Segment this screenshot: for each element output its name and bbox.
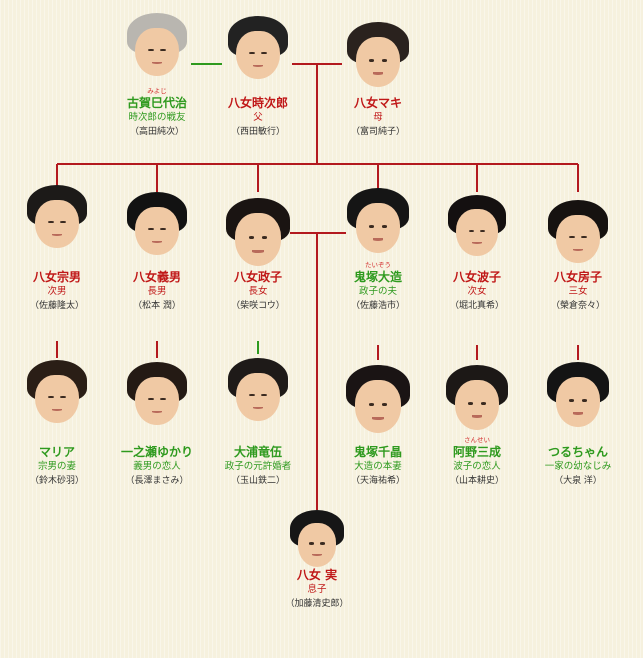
- name-reading: [198, 436, 318, 445]
- character-role: 父: [253, 112, 263, 123]
- member-yoshio: 八女義男長男 （松本 潤）: [97, 192, 217, 311]
- member-ryugo: 大浦竜伍政子の元許婚者 （玉山鉄二）: [198, 358, 318, 486]
- actor-name: （山本耕史）: [449, 476, 504, 486]
- actor-name: （加藤清史郎）: [285, 599, 349, 609]
- member-muneo: 八女宗男次男 （佐藤隆太）: [0, 185, 117, 311]
- character-name: 一之瀬ゆかり: [120, 445, 193, 459]
- member-tojiro: 八女時次郎父 （西田敏行）: [198, 16, 318, 137]
- face-photo-icon: [346, 365, 410, 435]
- character-role: 時次郎の戦友: [128, 112, 186, 123]
- actor-name: （榮倉奈々）: [550, 301, 605, 311]
- character-name: 大浦竜伍: [233, 445, 282, 459]
- character-role: 三女: [568, 286, 588, 297]
- character-name: 阿野三成: [452, 445, 501, 459]
- member-masako: 八女政子長女 （柴咲コウ）: [198, 198, 318, 311]
- character-name: 八女宗男: [32, 270, 81, 284]
- face-photo-icon: [226, 198, 290, 268]
- face-photo-icon: [448, 195, 506, 259]
- actor-name: （堀北真希）: [449, 301, 504, 311]
- member-tsuru: つるちゃん一家の幼なじみ （大泉 洋）: [518, 362, 638, 486]
- face-photo-icon: [446, 365, 508, 433]
- character-name: 八女マキ: [353, 96, 402, 110]
- actor-name: （佐藤隆太）: [29, 301, 84, 311]
- actor-name: （佐藤浩市）: [350, 301, 405, 311]
- member-namiko: 八女波子次女 （堀北真希）: [417, 195, 537, 311]
- actor-name: （長澤まさみ）: [125, 476, 189, 486]
- member-onizuka: たいぞう鬼塚大造政子の夫 （佐藤浩市）: [318, 188, 438, 311]
- character-role: 波子の恋人: [453, 461, 501, 472]
- actor-name: （富司純子）: [350, 127, 405, 137]
- actor-name: （玉山鉄二）: [230, 476, 285, 486]
- member-maria: マリア宗男の妻 （鈴木砂羽）: [0, 360, 117, 486]
- face-photo-icon: [547, 362, 609, 430]
- member-chiaki: 鬼塚千晶大造の本妻 （天海祐希）: [318, 365, 438, 486]
- name-reading: [198, 87, 318, 96]
- actor-name: （高田純次）: [129, 127, 184, 137]
- character-role: 次男: [47, 286, 67, 297]
- face-photo-icon: [347, 22, 409, 90]
- character-role: 息子: [307, 584, 327, 595]
- face-photo-icon: [27, 360, 87, 426]
- face-photo-icon: [27, 185, 87, 251]
- face-photo-icon: [228, 16, 288, 82]
- character-name: 八女房子: [553, 270, 602, 284]
- face-photo-icon: [127, 13, 187, 79]
- actor-name: （柴咲コウ）: [231, 301, 285, 311]
- member-fusako: 八女房子三女 （榮倉奈々）: [518, 200, 638, 311]
- character-name: 古賀巳代治: [126, 96, 187, 110]
- member-minoru: 八女 実息子 （加藤清史郎）: [257, 510, 377, 609]
- character-name: 八女波子: [452, 270, 501, 284]
- character-name: 八女 実: [296, 568, 338, 582]
- name-reading: さんせい: [464, 436, 490, 444]
- member-koga: みよじ古賀巳代治時次郎の戦友 （高田純次）: [97, 13, 217, 137]
- name-reading: [318, 87, 438, 96]
- name-reading: [518, 436, 638, 445]
- actor-name: （大泉 洋）: [554, 476, 602, 486]
- character-role: 政子の夫: [358, 286, 397, 297]
- face-photo-icon: [290, 510, 344, 569]
- face-photo-icon: [548, 200, 608, 266]
- character-name: つるちゃん: [547, 445, 608, 459]
- character-name: 八女義男: [132, 270, 181, 284]
- name-reading: たいぞう: [365, 261, 391, 269]
- actor-name: （天海祐希）: [350, 476, 405, 486]
- character-role: 母: [373, 112, 383, 123]
- character-name: マリア: [38, 445, 75, 459]
- name-reading: みよじ: [147, 87, 167, 95]
- actor-name: （西田敏行）: [230, 127, 285, 137]
- character-role: 一家の幼なじみ: [544, 461, 612, 472]
- name-reading: [198, 261, 318, 270]
- character-role: 大造の本妻: [354, 461, 402, 472]
- name-reading: [257, 559, 377, 568]
- face-photo-icon: [127, 192, 187, 258]
- character-name: 鬼塚千晶: [353, 445, 402, 459]
- actor-name: （松本 潤）: [133, 301, 181, 311]
- member-maki: 八女マキ母 （富司純子）: [318, 22, 438, 137]
- character-role: 長男: [147, 286, 167, 297]
- name-reading: [518, 261, 638, 270]
- character-role: 政子の元許婚者: [224, 461, 292, 472]
- member-yukari: 一之瀬ゆかり義男の恋人 （長澤まさみ）: [97, 362, 217, 486]
- character-role: 宗男の妻: [37, 461, 76, 472]
- face-photo-icon: [347, 188, 409, 256]
- character-name: 八女政子: [233, 270, 282, 284]
- character-role: 義男の恋人: [133, 461, 181, 472]
- face-photo-icon: [228, 358, 288, 424]
- face-photo-icon: [127, 362, 187, 428]
- actor-name: （鈴木砂羽）: [29, 476, 84, 486]
- member-mitsunari: さんせい阿野三成波子の恋人 （山本耕史）: [417, 365, 537, 486]
- character-name: 八女時次郎: [227, 96, 288, 110]
- character-role: 次女: [467, 286, 487, 297]
- character-name: 鬼塚大造: [353, 270, 402, 284]
- character-role: 長女: [248, 286, 268, 297]
